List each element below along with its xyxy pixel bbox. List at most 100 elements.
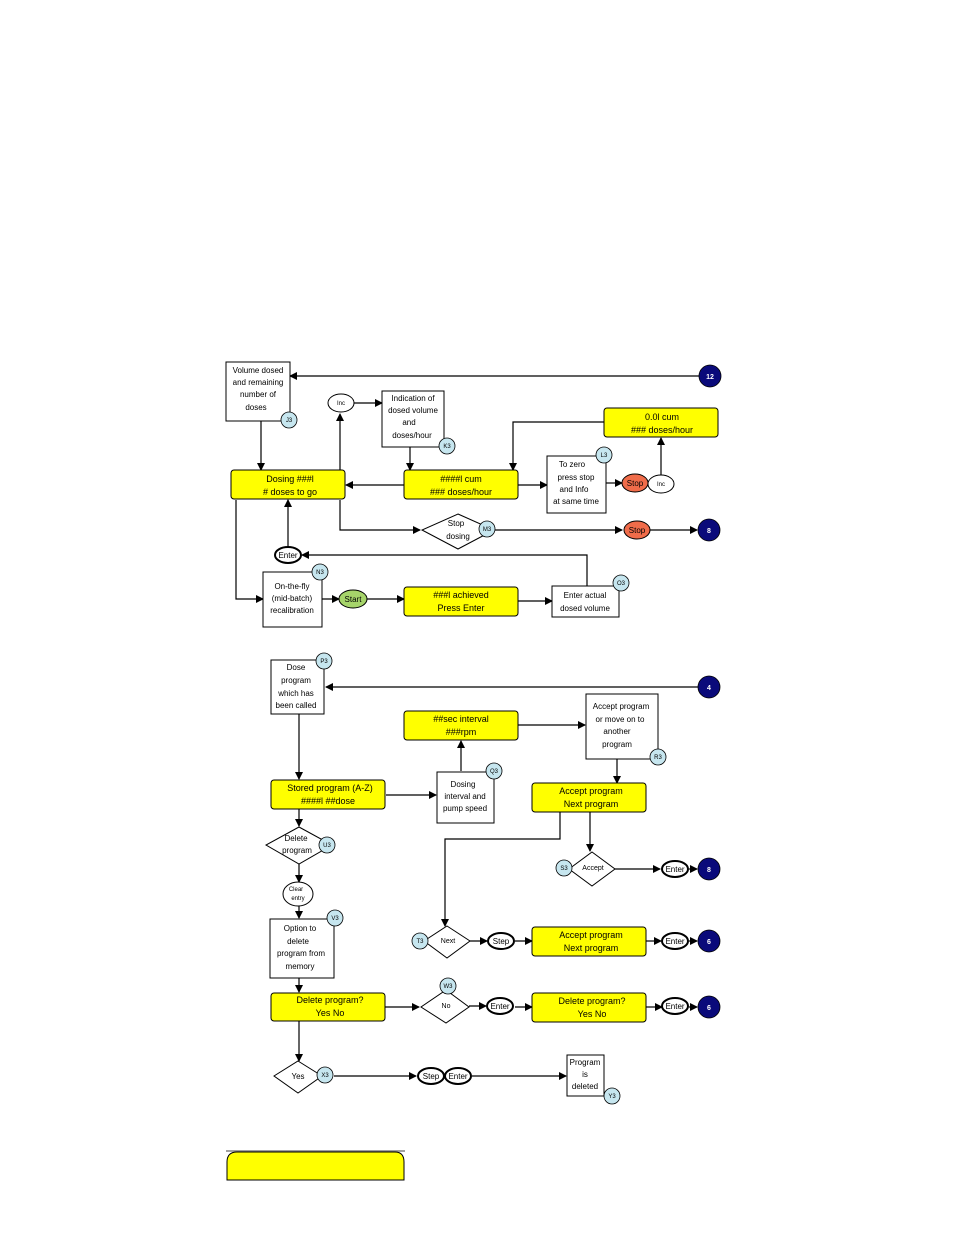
- display-line: Next program: [564, 799, 619, 809]
- info-line: which has: [277, 689, 314, 698]
- svg-text:Enter: Enter: [665, 937, 684, 946]
- page-connector-8[interactable]: 8: [697, 518, 721, 542]
- info-line: Option to: [284, 924, 317, 933]
- info-line: Volume dosed: [233, 366, 284, 375]
- info-line: Program: [570, 1058, 601, 1067]
- info-line: deleted: [572, 1082, 598, 1091]
- info-box-enter-actual: Enter actual dosed volume O3: [551, 574, 630, 618]
- decision-line: program: [282, 846, 312, 855]
- page-connector-6[interactable]: 6: [697, 929, 721, 953]
- info-line: press stop: [558, 473, 595, 482]
- info-line: and remaining: [233, 378, 284, 387]
- key-start[interactable]: Start: [338, 589, 368, 609]
- step-badge-label: U3: [323, 843, 331, 849]
- step-badge-label: L3: [601, 453, 608, 459]
- svg-text:Enter: Enter: [490, 1002, 509, 1011]
- svg-text:Stop: Stop: [629, 526, 646, 535]
- step-badge: [595, 446, 613, 464]
- step-badge: [315, 652, 333, 670]
- step-badge: [316, 1066, 334, 1084]
- display-line: Next program: [564, 943, 619, 953]
- key-stop[interactable]: Stop: [623, 520, 651, 540]
- display-screen-delete-program: Delete program? Yes No: [270, 992, 386, 1022]
- step-badge-label: Y3: [608, 1094, 616, 1100]
- step-badge: [438, 437, 456, 455]
- info-line: Accept program: [593, 702, 650, 711]
- key-inc[interactable]: Inc: [327, 393, 355, 413]
- display-line: ###rpm: [446, 727, 477, 737]
- svg-text:Enter: Enter: [448, 1072, 467, 1081]
- step-badge-label: O3: [617, 581, 626, 587]
- step-badge-label: P3: [320, 659, 328, 665]
- info-line: and: [402, 418, 415, 427]
- key-enter[interactable]: Enter: [444, 1067, 472, 1085]
- page-connector-8[interactable]: 8: [697, 857, 721, 881]
- display-line: Dosing ###l: [266, 474, 314, 484]
- info-box-program-deleted: Program is deleted Y3: [566, 1054, 621, 1105]
- info-line: dosed volume: [388, 406, 438, 415]
- svg-text:8: 8: [707, 528, 711, 535]
- step-badge-label: T3: [416, 939, 424, 945]
- page-connector-6[interactable]: 6: [697, 995, 721, 1019]
- info-box-dosing-interval: Dosing interval and pump speed Q3: [436, 762, 503, 824]
- info-line: (mid-batch): [272, 594, 313, 603]
- display-screen-cumulative: ####l cum ### doses/hour: [403, 469, 519, 500]
- decision-line: Stop: [448, 519, 465, 528]
- decision-next: Next T3: [411, 925, 471, 959]
- info-line: delete: [287, 937, 309, 946]
- display-line: # doses to go: [263, 487, 317, 497]
- info-line: is: [582, 1070, 588, 1079]
- decision-no: No W3: [420, 977, 470, 1024]
- display-line: ### doses/hour: [430, 487, 492, 497]
- decision-delete-program: Delete program U3: [264, 826, 336, 865]
- svg-text:8: 8: [707, 867, 711, 874]
- legend-display-swatch: [226, 1151, 405, 1181]
- info-line: Indication of: [391, 394, 435, 403]
- info-line: number of: [240, 390, 277, 399]
- display-line: Delete program?: [296, 995, 363, 1005]
- decision-line: Accept: [582, 865, 603, 872]
- step-badge: [280, 411, 298, 429]
- display-screen-delete-program: Delete program? Yes No: [531, 992, 647, 1023]
- step-badge-label: R3: [654, 755, 662, 761]
- key-enter[interactable]: Enter: [661, 997, 689, 1015]
- display-screen-accept-program: Accept program Next program: [531, 782, 647, 813]
- info-line: dosed volume: [560, 604, 610, 613]
- key-stop[interactable]: Stop: [621, 473, 649, 493]
- svg-text:Clear: Clear: [289, 887, 303, 893]
- step-badge: [485, 762, 503, 780]
- info-box-dose-program: Dose program which has been called P3: [270, 652, 333, 715]
- key-enter[interactable]: Enter: [661, 932, 689, 950]
- page-connector-4[interactable]: 4: [697, 675, 721, 699]
- key-enter[interactable]: Enter: [274, 546, 302, 564]
- svg-text:Step: Step: [493, 937, 510, 946]
- step-badge: [555, 859, 573, 877]
- key-clear-entry[interactable]: Clear entry: [282, 881, 314, 907]
- key-inc[interactable]: Inc: [647, 474, 675, 494]
- page-connector-12[interactable]: 12: [698, 364, 722, 388]
- decision-stop-dosing: Stop dosing M3: [420, 513, 496, 550]
- display-line: ###l achieved: [433, 590, 489, 600]
- step-badge: [603, 1087, 621, 1105]
- info-line: another: [603, 727, 630, 736]
- key-enter[interactable]: Enter: [486, 997, 514, 1015]
- info-line: been called: [276, 701, 317, 710]
- svg-text:Step: Step: [423, 1072, 440, 1081]
- step-badge: [649, 748, 667, 766]
- info-line: or move on to: [596, 715, 645, 724]
- decision-line: Delete: [284, 834, 308, 843]
- display-line: ####l cum: [440, 474, 482, 484]
- info-line: To zero: [559, 460, 586, 469]
- svg-text:Start: Start: [345, 595, 363, 604]
- connector-lines-section1: [235, 372, 699, 605]
- step-badge: [411, 932, 429, 950]
- key-enter[interactable]: Enter: [661, 860, 689, 878]
- info-line: Dose: [287, 663, 306, 672]
- key-step[interactable]: Step: [417, 1067, 445, 1085]
- display-line: ### doses/hour: [631, 425, 693, 435]
- step-badge-label: X3: [321, 1073, 329, 1079]
- key-step[interactable]: Step: [487, 932, 515, 950]
- display-line: Press Enter: [437, 603, 484, 613]
- svg-text:Inc: Inc: [337, 401, 345, 407]
